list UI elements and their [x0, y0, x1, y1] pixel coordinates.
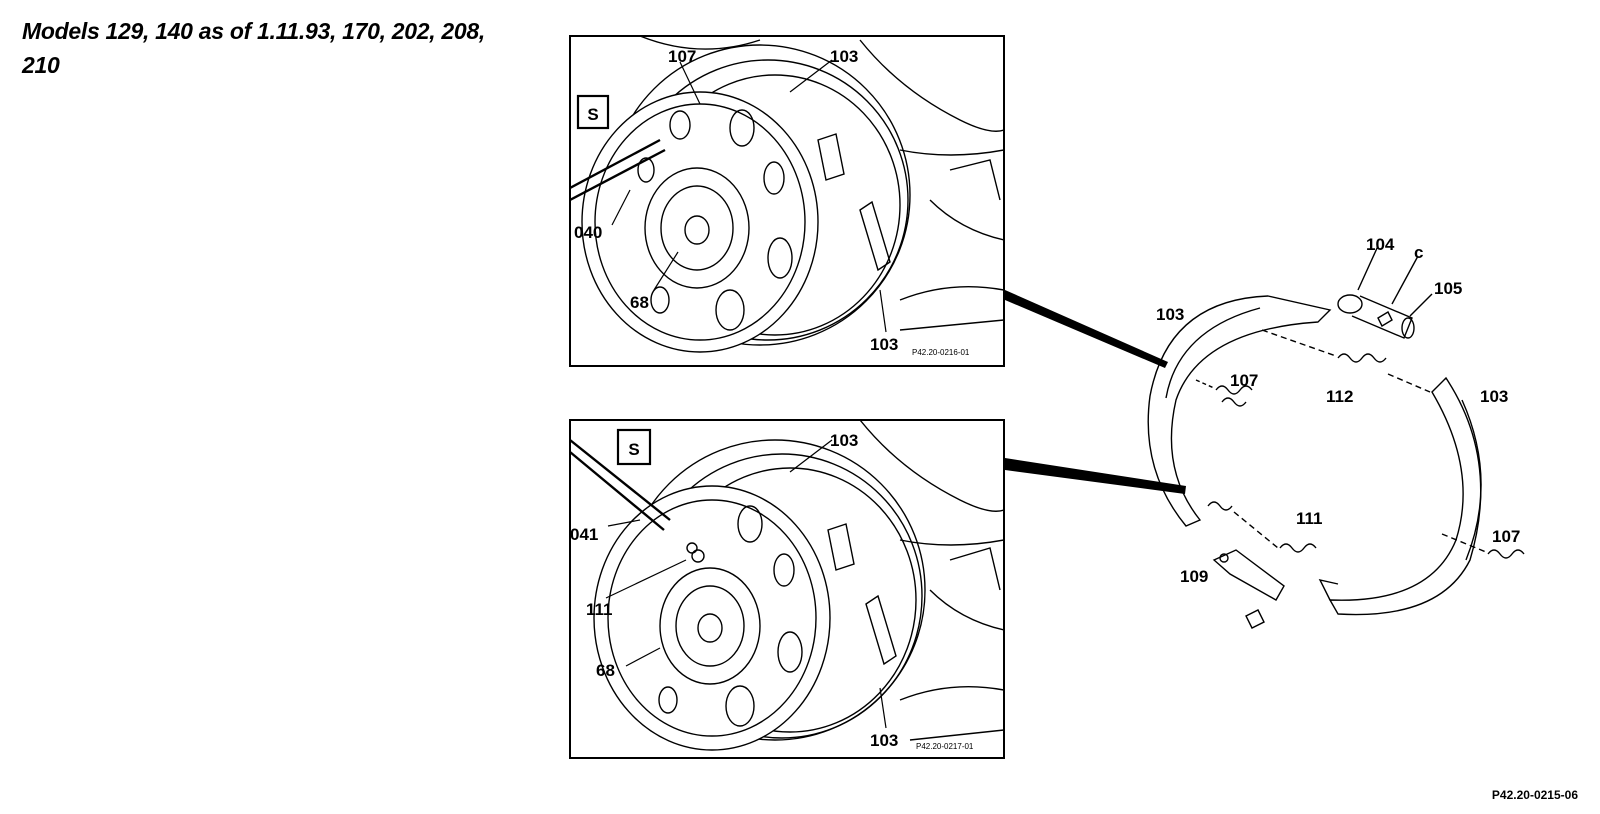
- special-tool-icon-letter: S: [628, 440, 639, 459]
- special-tool-icon-letter: S: [587, 105, 598, 124]
- special-tool-icon: [576, 94, 610, 130]
- panel-bottom: S 103 041 111 68 103 P42.20-0217-01: [569, 419, 1005, 759]
- panel-top: S 107 103 040 68 103 P42.20-0216-01: [569, 35, 1005, 367]
- label-107: 107: [668, 47, 696, 66]
- panel-reference: P42.20-0216-01: [912, 348, 970, 357]
- pointer-wedge-bottom: [1005, 458, 1186, 494]
- label-103: 103: [830, 47, 858, 66]
- label-111: 111: [586, 600, 613, 619]
- label-107: 107: [1492, 527, 1520, 546]
- pointer-wedge-top: [1005, 290, 1168, 368]
- label-103: 103: [830, 431, 858, 450]
- label-105: 105: [1434, 279, 1462, 298]
- figure-reference: P42.20-0215-06: [1491, 788, 1578, 802]
- label-040: 040: [574, 223, 602, 242]
- label-68: 68: [630, 293, 649, 312]
- label-112: 112: [1326, 387, 1353, 406]
- page-title: Models 129, 140 as of 1.11.93, 170, 202,…: [22, 14, 522, 82]
- label-111: 111: [1296, 509, 1323, 528]
- label-103: 103: [870, 335, 898, 354]
- label-041: 041: [570, 525, 598, 544]
- title-line-2: 210: [22, 52, 60, 78]
- wheel-hub-drawing-bottom: [570, 420, 1004, 751]
- wheel-hub-drawing-top: [570, 36, 1004, 353]
- exploded-brake-shoes: [1147, 245, 1525, 629]
- title-line-1: Models 129, 140 as of 1.11.93, 170, 202,…: [22, 18, 485, 44]
- label-103: 103: [1156, 305, 1184, 324]
- label-103: 103: [1480, 387, 1508, 406]
- special-tool-icon: [616, 428, 652, 466]
- label-104: 104: [1366, 235, 1395, 254]
- panel-reference: P42.20-0217-01: [916, 742, 974, 751]
- label-107: 107: [1230, 371, 1258, 390]
- label-109: 109: [1180, 567, 1208, 586]
- exploded-labels: 104 c 105 103 107 112 103 111 107 109: [1156, 235, 1520, 586]
- label-68: 68: [596, 661, 615, 680]
- label-103: 103: [870, 731, 898, 750]
- label-c: c: [1414, 243, 1423, 262]
